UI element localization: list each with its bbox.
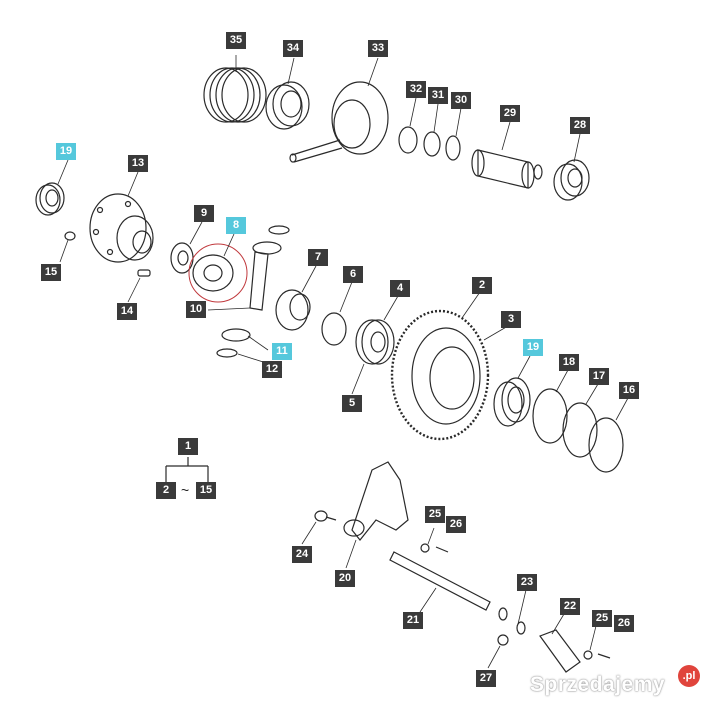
pin-26-right [597, 653, 611, 659]
range-tilde: ~ [181, 482, 190, 498]
ring-25 [420, 543, 430, 553]
callout-1: 1 [178, 438, 198, 455]
callout-32: 32 [406, 81, 426, 98]
callout-25-right: 25 [592, 610, 612, 627]
callout-29: 29 [500, 105, 520, 122]
ring-31 [423, 131, 441, 157]
ring-12-lower [216, 348, 238, 358]
lever-22 [539, 629, 581, 673]
callout-13: 13 [128, 155, 148, 172]
bearing-34 [265, 81, 310, 130]
callout-2: 2 [472, 277, 492, 294]
callout-17: 17 [589, 368, 609, 385]
callout-6: 6 [343, 266, 363, 283]
shim-16 [588, 417, 624, 473]
callout-31: 31 [428, 87, 448, 104]
splined-shaft-29 [471, 149, 543, 189]
callout-20: 20 [335, 570, 355, 587]
legend-bracket [165, 457, 209, 482]
side-gear-7 [275, 289, 311, 331]
pin-14 [137, 269, 151, 277]
shift-fork-20 [343, 461, 409, 541]
callout-24: 24 [292, 546, 312, 563]
washer-11-upper [252, 241, 282, 255]
oil-seal-19-left [35, 182, 65, 216]
oil-seal-19-right [493, 377, 531, 427]
pin-26 [435, 546, 449, 553]
callout-7: 7 [308, 249, 328, 266]
differential-case-13 [89, 193, 154, 263]
callout-15: 15 [41, 264, 61, 281]
callout-8: 8 [226, 217, 246, 234]
watermark-badge: .pl [678, 665, 700, 687]
callout-12: 12 [262, 361, 282, 378]
pinion-gear-8 [188, 243, 248, 303]
callout-19-right: 19 [523, 339, 543, 356]
callout-26: 26 [446, 516, 466, 533]
callout-10: 10 [186, 301, 206, 318]
callout-30: 30 [451, 92, 471, 109]
bevel-pinion-33 [289, 81, 389, 163]
ring-32 [398, 126, 418, 154]
callout-9: 9 [194, 205, 214, 222]
callout-34: 34 [283, 40, 303, 57]
shim-18 [532, 388, 568, 444]
callout-16: 16 [619, 382, 639, 399]
callout-33: 33 [368, 40, 388, 57]
bearing-28 [553, 159, 590, 201]
ring-30 [445, 135, 461, 161]
bolt-24 [314, 510, 337, 522]
callout-5: 5 [342, 395, 362, 412]
callout-19-left: 19 [56, 143, 76, 160]
callout-23: 23 [517, 574, 537, 591]
cross-shaft-10 [249, 251, 269, 311]
callout-35: 35 [226, 32, 246, 49]
callout-21: 21 [403, 612, 423, 629]
callout-27: 27 [476, 670, 496, 687]
snap-ring-set-35 [203, 67, 267, 123]
callout-4: 4 [390, 280, 410, 297]
callout-15-range-end: 15 [196, 482, 216, 499]
callout-26-right: 26 [614, 615, 634, 632]
callout-14: 14 [117, 303, 137, 320]
ring-12-upper [268, 225, 290, 235]
bolt-27 [497, 634, 509, 646]
callout-3: 3 [501, 311, 521, 328]
callout-28: 28 [570, 117, 590, 134]
ring-gear-2 [390, 309, 490, 441]
washer-6 [321, 312, 347, 346]
bolt-15 [64, 231, 76, 241]
callout-11: 11 [272, 343, 292, 360]
ring-25-right [583, 650, 593, 660]
callout-2-range-start: 2 [156, 482, 176, 499]
ring-23a [498, 607, 508, 621]
shim-17 [562, 402, 598, 458]
washer-11-lower [221, 328, 251, 342]
bearing-4 [355, 319, 395, 365]
ring-23b [516, 621, 526, 635]
callout-22: 22 [560, 598, 580, 615]
shift-rod-21 [389, 551, 491, 611]
callout-18: 18 [559, 354, 579, 371]
watermark-text: Sprzedajemy [530, 673, 666, 696]
callout-25: 25 [425, 506, 445, 523]
